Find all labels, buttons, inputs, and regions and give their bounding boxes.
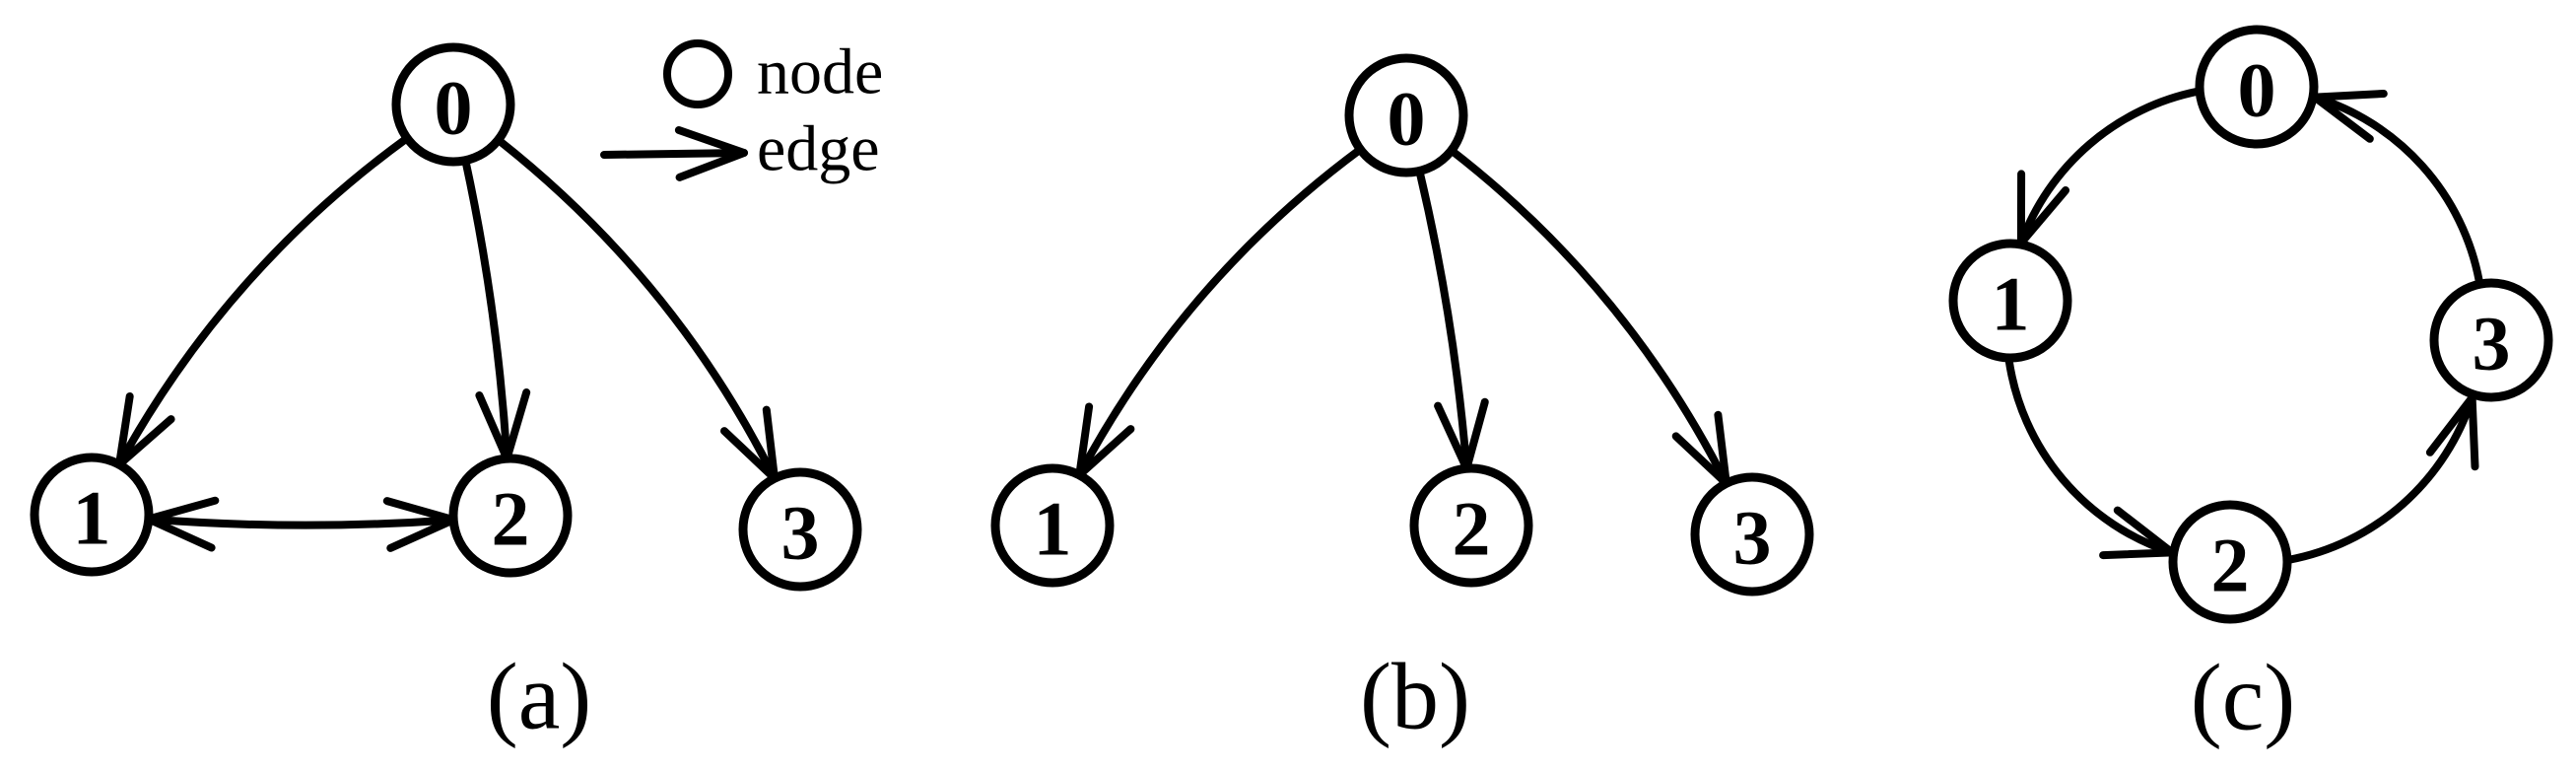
caption-graph-a: (a) bbox=[487, 644, 592, 749]
node-b-3 bbox=[1690, 472, 1814, 597]
node-b-3-label: 3 bbox=[1733, 495, 1772, 581]
node-a-3 bbox=[738, 467, 862, 592]
edge-b-0-1 bbox=[1075, 145, 1365, 479]
node-c-2 bbox=[2168, 500, 2292, 624]
node-a-2 bbox=[448, 454, 573, 578]
node-a-1 bbox=[30, 453, 154, 577]
legend-edge-arrow-icon bbox=[600, 126, 748, 181]
arrowhead-a-into-3 bbox=[720, 405, 779, 483]
edge-c-3-0 bbox=[2310, 93, 2483, 285]
edge-a-0-1 bbox=[115, 134, 412, 469]
node-b-0 bbox=[1344, 53, 1468, 177]
node-a-0 bbox=[391, 42, 515, 167]
legend-edge-label: edge bbox=[757, 113, 880, 185]
node-b-1 bbox=[990, 463, 1115, 588]
node-b-2-label: 2 bbox=[1453, 486, 1491, 572]
arrowhead-c-into-2 bbox=[2099, 506, 2177, 560]
node-c-2-label: 2 bbox=[2211, 523, 2250, 608]
arrowhead-c-into-3 bbox=[2425, 393, 2479, 471]
edge-b-0-3 bbox=[1447, 146, 1730, 488]
captions: (a) (b) (c) bbox=[487, 644, 2296, 750]
arrowhead-c-into-1 bbox=[2016, 170, 2070, 247]
edge-a-1-2 bbox=[144, 515, 458, 529]
arrowhead-c-into-0 bbox=[2310, 90, 2388, 143]
caption-graph-b: (b) bbox=[1360, 644, 1470, 749]
edge-c-2-3 bbox=[2284, 393, 2476, 564]
node-c-0-label: 0 bbox=[2238, 47, 2276, 133]
legend-arrowhead bbox=[674, 126, 748, 181]
node-b-2 bbox=[1409, 463, 1533, 588]
node-a-2-label: 2 bbox=[492, 476, 530, 562]
legend-node-label: node bbox=[757, 36, 883, 108]
legend: node edge bbox=[600, 36, 883, 185]
edge-c-0-1 bbox=[2016, 87, 2203, 247]
node-a-0-label: 0 bbox=[435, 65, 473, 151]
edge-c-1-2 bbox=[2004, 355, 2177, 557]
node-c-3 bbox=[2429, 278, 2553, 402]
node-c-1 bbox=[1948, 239, 2072, 363]
nodes-layer: 0 1 2 3 0 1 2 3 0 1 2 3 bbox=[30, 25, 2553, 624]
node-c-0 bbox=[2195, 25, 2319, 149]
node-a-1-label: 1 bbox=[73, 475, 111, 561]
arrowhead-b-into-1 bbox=[1075, 402, 1135, 479]
node-b-1-label: 1 bbox=[1034, 486, 1072, 572]
caption-graph-c: (c) bbox=[2191, 645, 2296, 750]
node-c-1-label: 1 bbox=[1992, 261, 2030, 347]
node-b-0-label: 0 bbox=[1388, 76, 1426, 162]
legend-arrow-shaft bbox=[600, 149, 748, 159]
edge-a-0-3 bbox=[494, 135, 779, 483]
node-c-3-label: 3 bbox=[2473, 301, 2511, 386]
arrowhead-b-into-3 bbox=[1671, 410, 1730, 488]
legend-node-symbol-icon bbox=[663, 39, 732, 108]
edge-b-0-2 bbox=[1415, 167, 1471, 473]
edge-a-0-2 bbox=[461, 156, 511, 463]
node-a-3-label: 3 bbox=[781, 490, 820, 576]
arrowhead-a-into-1 bbox=[115, 392, 175, 469]
